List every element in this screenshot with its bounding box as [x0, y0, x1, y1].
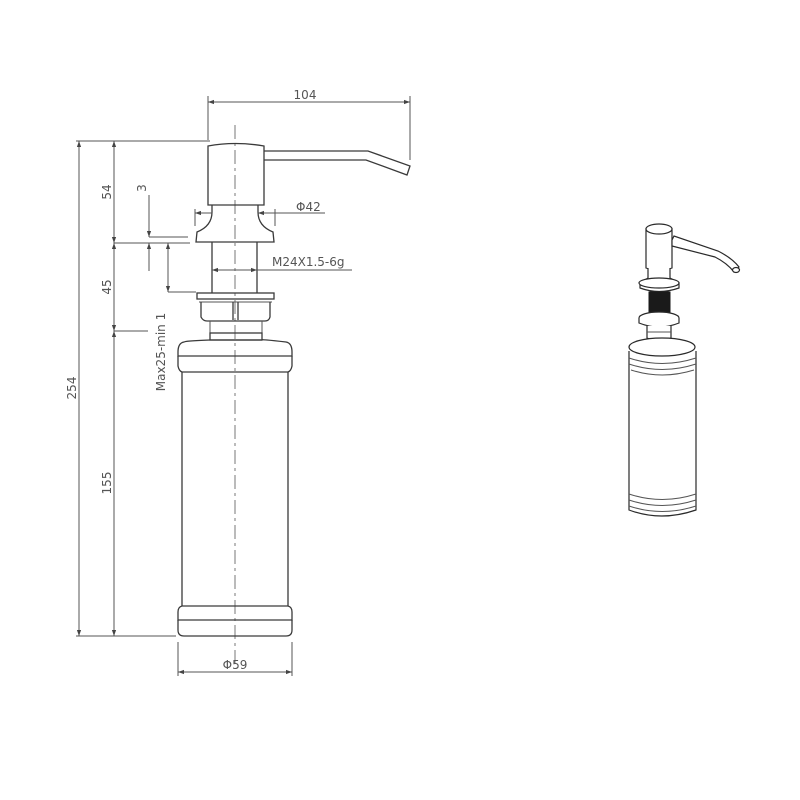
- dimension-spout-reach: 104: [207, 88, 411, 160]
- label-countertop-thickness: Max25-min 1: [154, 313, 168, 392]
- dimension-thread-spec: M24X1.5-6g: [212, 255, 352, 273]
- dimension-total-height: 254: [65, 140, 210, 637]
- dimension-head-height: 54: [100, 141, 190, 244]
- front-view: 104 254 54 3 45: [65, 88, 411, 676]
- dimension-bottle-diameter: Φ59: [177, 642, 293, 676]
- label-bottle-height: 155: [100, 472, 114, 495]
- label-spout-reach: 104: [294, 88, 317, 102]
- label-total-height: 254: [65, 377, 79, 400]
- label-head-height: 54: [100, 184, 114, 199]
- pump-head: [207, 142, 411, 206]
- perspective-view: [628, 223, 741, 517]
- label-bottle-diameter: Φ59: [223, 658, 248, 672]
- threaded-shank: [211, 242, 258, 293]
- dimension-neck-height: 45: [100, 243, 148, 332]
- dimension-bottle-height: 155: [100, 331, 117, 636]
- dimension-countertop: Max25-min 1: [154, 243, 196, 391]
- dimension-flange-thickness: 3: [135, 184, 188, 271]
- label-thread-spec: M24X1.5-6g: [272, 255, 345, 269]
- label-flange-diameter: Φ42: [296, 200, 321, 214]
- label-neck-height: 45: [100, 279, 114, 294]
- lock-nut: [196, 292, 275, 341]
- dimension-flange-diameter: Φ42: [194, 200, 325, 226]
- label-flange-thickness: 3: [135, 184, 149, 192]
- flange: [195, 205, 275, 243]
- bottle: [177, 339, 293, 637]
